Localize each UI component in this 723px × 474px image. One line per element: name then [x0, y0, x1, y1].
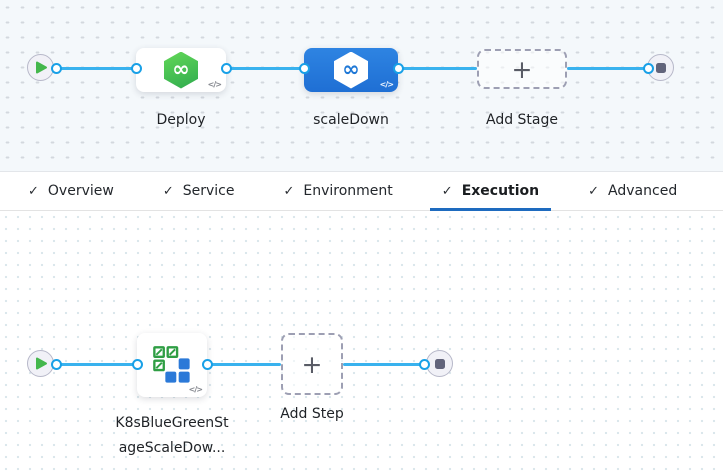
tab-overview[interactable]: ✓ Overview [16, 172, 126, 210]
cd-stage-icon: ∞ [164, 51, 198, 89]
stage-graph-canvas: ∞ </> ∞ </> + Deploy scaleDown Add Stage [0, 0, 723, 172]
check-icon: ✓ [283, 183, 295, 199]
tab-label: Environment [303, 183, 393, 199]
connector-line [567, 66, 661, 70]
connector-line [226, 66, 304, 70]
yaml-code-icon: </> [379, 80, 394, 89]
stage-node-deploy[interactable]: ∞ </> [136, 48, 226, 92]
stage-label-scaledown: scaleDown [313, 112, 389, 128]
connector-dot [642, 62, 654, 74]
check-icon: ✓ [162, 183, 174, 199]
connector-dot [201, 358, 213, 370]
connector-dot [50, 358, 62, 370]
tab-label: Execution [461, 183, 540, 199]
connector-line [343, 362, 426, 366]
connector-dot [392, 62, 404, 74]
connector-dot [131, 358, 143, 370]
add-step-button[interactable]: + [281, 333, 343, 395]
k8s-bluegreen-scaledown-icon [153, 346, 190, 383]
connector-dot [298, 62, 310, 74]
connector-dot [220, 62, 232, 74]
step-node-k8s-bluegreen-scaledown[interactable]: </> [137, 333, 207, 397]
plus-icon: + [301, 349, 323, 379]
stage-node-scaledown-selected[interactable]: ∞ </> [304, 48, 398, 92]
play-icon [36, 357, 47, 370]
stage-label-deploy: Deploy [156, 112, 206, 128]
tab-environment[interactable]: ✓ Environment [271, 172, 404, 210]
connector-line [41, 66, 136, 70]
execution-end-node[interactable] [426, 350, 453, 377]
tab-execution[interactable]: ✓ Execution [429, 172, 552, 211]
connector-dot [418, 358, 430, 370]
tab-service[interactable]: ✓ Service [151, 172, 247, 210]
pipeline-start-node[interactable] [27, 54, 54, 81]
stop-icon [655, 62, 666, 73]
tab-label: Service [182, 183, 235, 199]
execution-graph-canvas: </> + K8sBlueGreenSt ageScaleDow... Add … [0, 211, 723, 473]
stop-icon [434, 358, 445, 369]
check-icon: ✓ [28, 183, 39, 199]
play-icon [36, 61, 47, 74]
plus-icon: + [511, 54, 533, 84]
execution-start-node[interactable] [27, 350, 54, 377]
step-label: K8sBlueGreenSt ageScaleDow... [115, 415, 229, 456]
tab-label: Overview [47, 183, 114, 199]
connector-line [398, 66, 477, 70]
stage-config-tabbar: ✓ Overview ✓ Service ✓ Environment ✓ Exe… [0, 172, 723, 211]
check-icon: ✓ [588, 183, 600, 199]
tab-advanced[interactable]: ✓ Advanced [576, 172, 689, 210]
connector-line [207, 362, 281, 366]
connector-dot [130, 62, 142, 74]
add-step-label: Add Step [280, 406, 344, 422]
cd-stage-icon: ∞ [334, 51, 368, 89]
add-stage-button[interactable]: + [477, 49, 567, 89]
add-stage-label: Add Stage [485, 112, 558, 128]
check-icon: ✓ [441, 183, 453, 199]
connector-line [41, 362, 137, 366]
yaml-code-icon: </> [188, 385, 203, 394]
connector-dot [50, 62, 62, 74]
tab-label: Advanced [608, 183, 678, 199]
yaml-code-icon: </> [207, 80, 222, 89]
